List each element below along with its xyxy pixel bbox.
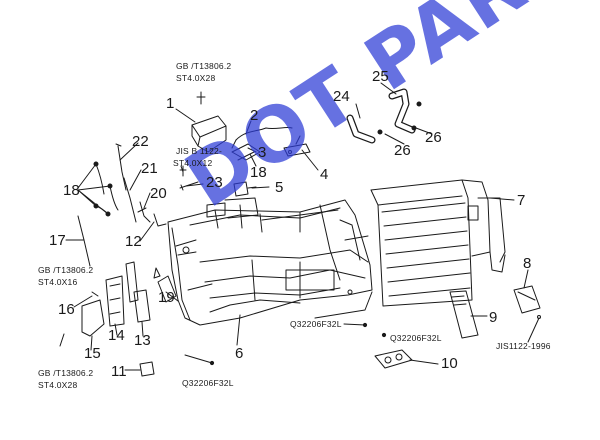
motor-cover-drawing xyxy=(191,115,227,153)
outlet-duct-drawing xyxy=(513,285,541,314)
label-part-17: 17 xyxy=(49,232,66,249)
connector-11-drawing xyxy=(139,361,155,377)
label-part-25: 25 xyxy=(372,68,389,85)
label-part-18-right: 18 xyxy=(250,164,267,181)
spec-gb-t13806-bot-line2: ST4.0X28 xyxy=(38,380,78,390)
label-part-26-right: 26 xyxy=(425,129,442,146)
label-part-9: 9 xyxy=(489,309,498,326)
cover-15-drawing xyxy=(81,299,105,337)
bracket-13-drawing xyxy=(133,289,151,323)
bracket-20-drawing xyxy=(137,201,151,223)
rod-21-drawing xyxy=(123,177,137,223)
spec-gb-t13806-bot-line1: GB /T13806.2 xyxy=(38,368,94,378)
label-part-14: 14 xyxy=(108,327,125,344)
label-part-8: 8 xyxy=(523,255,532,272)
spec-gb-t13806-mid-line2: ST4.0X16 xyxy=(38,277,78,287)
label-part-4: 4 xyxy=(320,166,329,183)
label-part-24: 24 xyxy=(333,88,350,105)
gasket-plate-drawing xyxy=(374,349,413,369)
label-part-18-left: 18 xyxy=(63,182,80,199)
label-part-5: 5 xyxy=(275,179,284,196)
label-part-3: 3 xyxy=(258,144,267,161)
link-arm-drawing xyxy=(231,143,261,161)
rod-22-drawing xyxy=(117,145,127,191)
spec-q32206-c: Q32206F32L xyxy=(182,378,234,388)
label-part-11: 11 xyxy=(111,363,127,380)
wire-harness-drawing xyxy=(235,126,293,141)
clip-12-drawing xyxy=(153,213,167,279)
label-part-19: 19 xyxy=(158,289,175,306)
spec-gb-t13806-top-line2: ST4.0X28 xyxy=(176,73,216,83)
label-part-2: 2 xyxy=(250,107,259,124)
label-part-15: 15 xyxy=(84,345,101,362)
label-part-7: 7 xyxy=(517,192,526,209)
hvac-housing xyxy=(167,197,373,326)
actuator-drawing xyxy=(283,135,311,157)
label-part-12: 12 xyxy=(125,233,142,250)
spec-jis-b1122-line1: JIS B 1122- xyxy=(176,146,222,156)
spec-q32206-a: Q32206F32L xyxy=(290,319,342,329)
label-part-23: 23 xyxy=(206,174,223,191)
label-part-1: 1 xyxy=(166,95,175,112)
label-part-21: 21 xyxy=(141,160,158,177)
spec-jis1122-1996: JIS1122-1996 xyxy=(496,341,551,351)
bracket-14-drawing xyxy=(105,275,125,327)
screw-23-drawing xyxy=(179,181,199,191)
lever-19-drawing xyxy=(157,275,177,303)
rod-17-drawing xyxy=(77,215,91,267)
label-part-6: 6 xyxy=(235,345,244,362)
filter-drawing xyxy=(449,290,479,339)
label-part-16: 16 xyxy=(58,301,75,318)
spec-gb-t13806-mid-line1: GB /T13806.2 xyxy=(38,265,94,275)
label-part-20: 20 xyxy=(150,185,167,202)
label-part-10: 10 xyxy=(441,355,458,372)
label-part-13: 13 xyxy=(134,332,151,349)
spec-jis-b1122-line2: ST4.0X12 xyxy=(173,158,213,168)
label-part-22: 22 xyxy=(132,133,149,150)
wire-harness-18-drawing xyxy=(93,161,119,217)
spec-gb-t13806-top-line1: GB /T13806.2 xyxy=(176,61,232,71)
heater-core-drawing xyxy=(370,179,506,307)
spec-q32206-b: Q32206F32L xyxy=(390,333,442,343)
label-part-26-left: 26 xyxy=(394,142,411,159)
